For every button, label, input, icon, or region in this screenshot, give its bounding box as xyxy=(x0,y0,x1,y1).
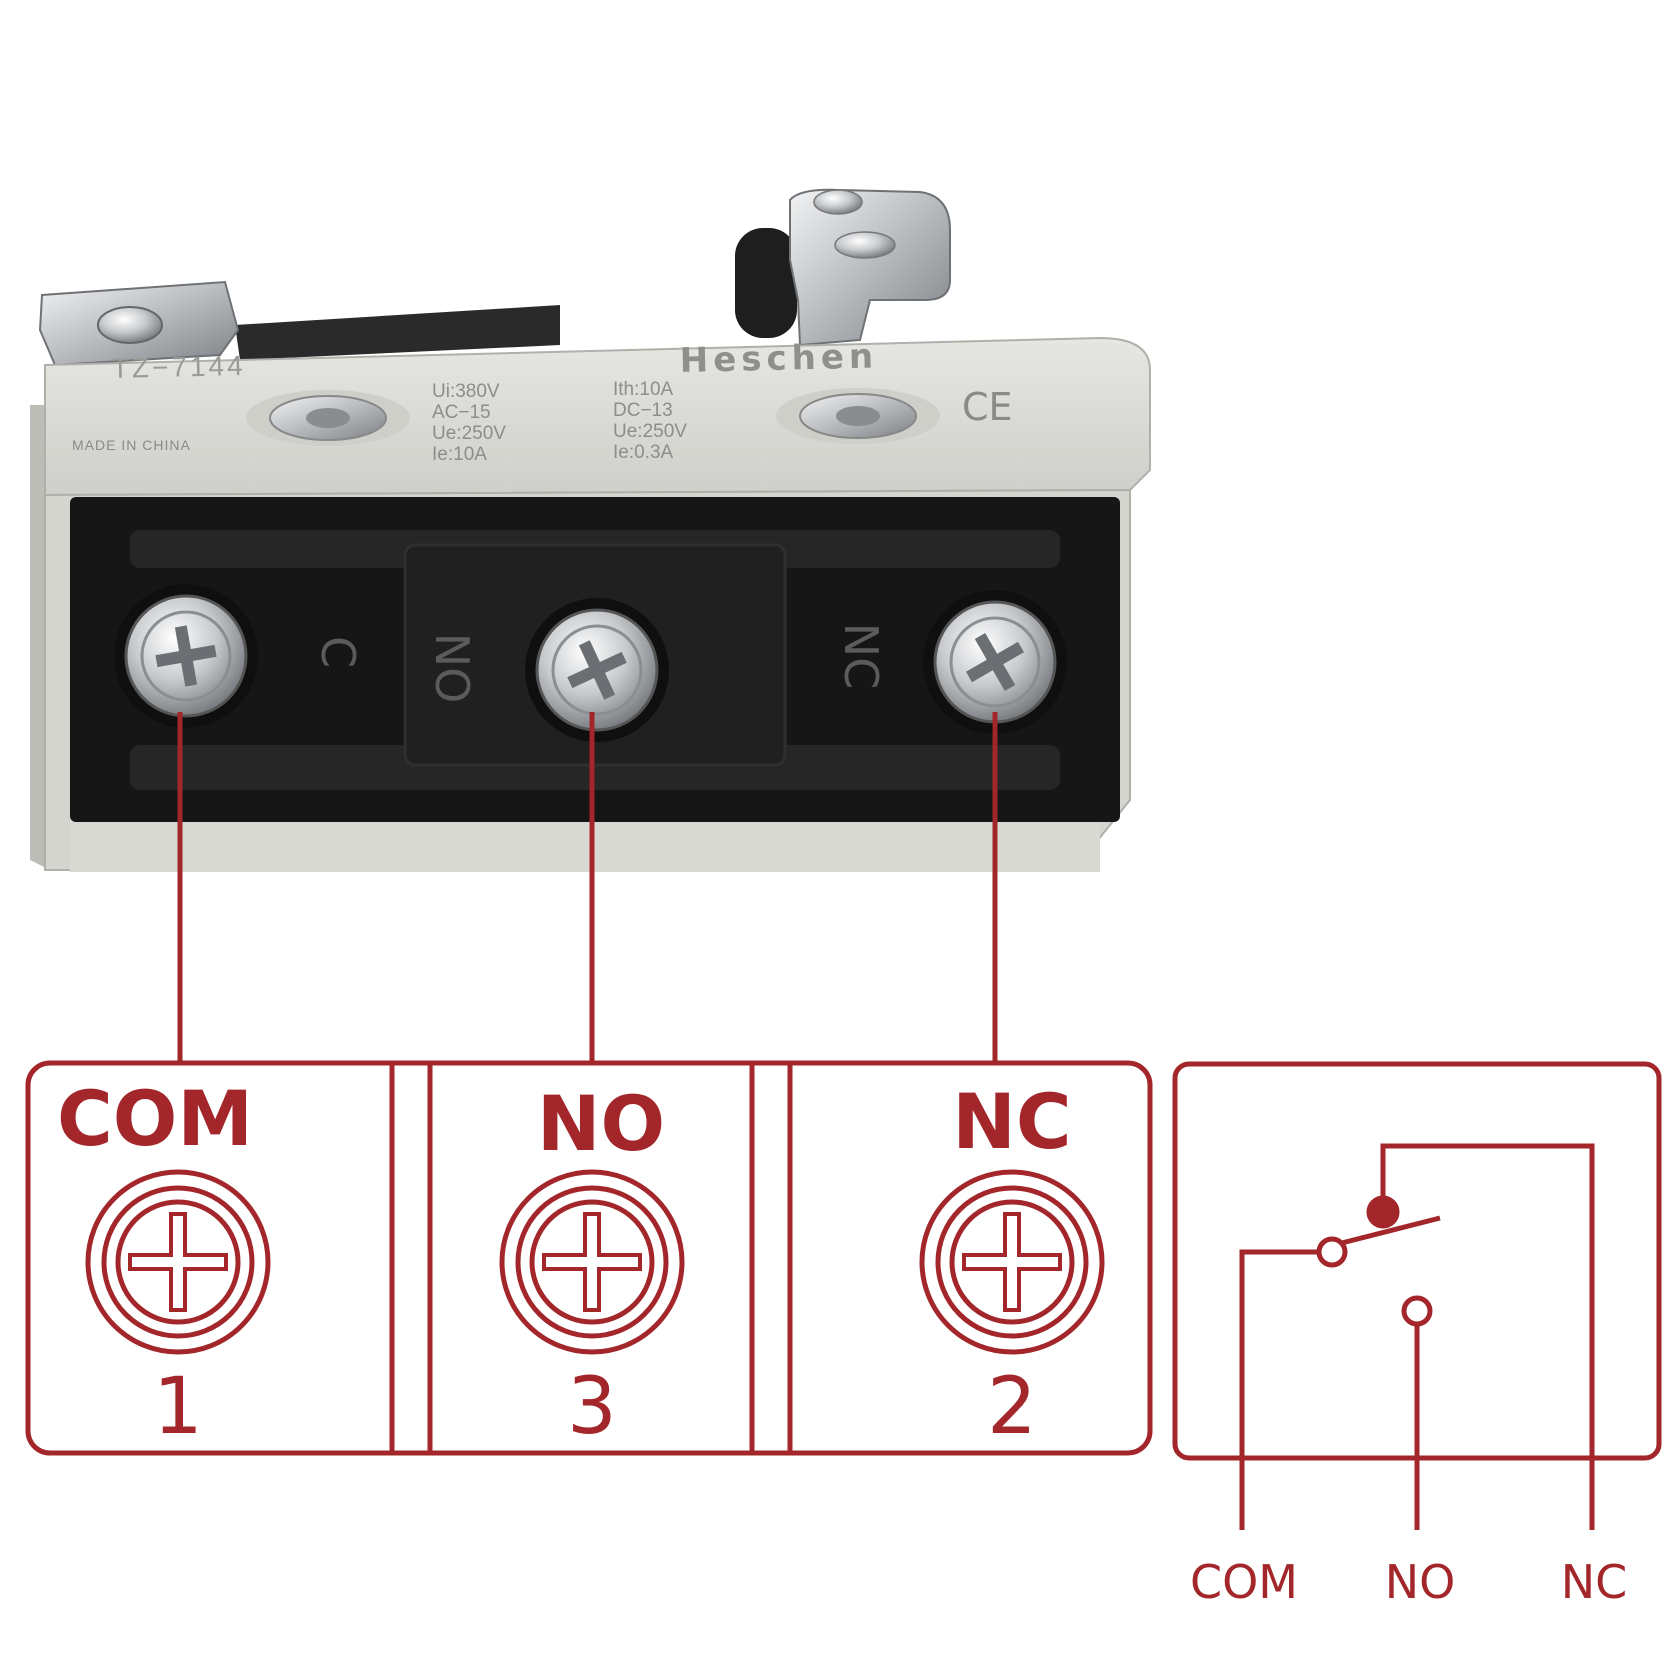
screw-icon xyxy=(85,1169,271,1355)
ratings-left: Ui:380V AC−15 Ue:250V Ie:10A xyxy=(432,381,506,465)
terminal-number: 2 xyxy=(987,1362,1037,1452)
ce-mark: CE xyxy=(962,385,1013,429)
com-wire xyxy=(1239,1249,1318,1530)
clip-rivet-top xyxy=(813,189,863,215)
rating-text: Ue:250V xyxy=(613,421,687,442)
schematic-pin-labels: COM NO NC xyxy=(1190,1555,1627,1609)
switch-blade xyxy=(1329,1215,1441,1249)
terminal-number: 1 xyxy=(153,1362,203,1452)
panel-outline xyxy=(25,1060,1153,1456)
terminal-mark-no: NO xyxy=(425,633,479,704)
rating-text: Ui:380V xyxy=(432,381,500,402)
housing-bottom-ledge xyxy=(70,820,1100,872)
terminal-label-panel xyxy=(25,1060,1153,1456)
switch-schematic xyxy=(1172,1061,1662,1530)
screw-icon xyxy=(919,1169,1105,1355)
clip-rivet-mid xyxy=(834,231,896,259)
terminal-mark-nc: NC xyxy=(834,623,888,690)
nc-wire xyxy=(1380,1143,1595,1530)
rating-text: Ie:10A xyxy=(432,444,487,465)
roller-clip xyxy=(789,188,951,347)
rating-text: Ie:0.3A xyxy=(613,442,674,463)
com-contact-icon xyxy=(1316,1236,1348,1268)
nc-contact-icon xyxy=(1366,1195,1400,1229)
pin-label-no: NO xyxy=(1385,1555,1456,1609)
pin-label-nc: NC xyxy=(1561,1555,1628,1609)
terminal-screw-nc xyxy=(923,590,1067,734)
micro-switch-photo: TZ−7144 Heschen MADE IN CHINA CE Ui:380V… xyxy=(30,188,1151,872)
terminal-cell-com: COM 1 xyxy=(57,1074,271,1452)
mounting-hole-left xyxy=(246,390,410,446)
brand-text: Heschen xyxy=(679,337,878,381)
terminal-cell-no: NO 3 xyxy=(499,1079,685,1452)
terminal-screw-com xyxy=(114,584,258,728)
screw-icon xyxy=(499,1169,685,1355)
mounting-hole-right xyxy=(776,388,940,444)
model-text: TZ−7144 xyxy=(111,350,246,384)
housing-top xyxy=(44,336,1151,497)
origin-text: MADE IN CHINA xyxy=(72,437,191,453)
terminal-label: NO xyxy=(537,1079,665,1168)
terminal-mark-c: C xyxy=(311,636,365,668)
bracket-rivet xyxy=(97,306,163,344)
pin-label-com: COM xyxy=(1190,1555,1298,1609)
rating-text: Ith:10A xyxy=(613,379,674,400)
no-contact-icon xyxy=(1401,1295,1433,1327)
terminal-number: 3 xyxy=(567,1362,617,1452)
roller xyxy=(735,228,797,338)
rating-text: Ue:250V xyxy=(432,423,506,444)
rating-text: DC−13 xyxy=(613,400,673,421)
lever-arm xyxy=(235,305,560,360)
terminal-cell-nc: NC 2 xyxy=(919,1077,1105,1452)
terminal-rib-bottom xyxy=(130,745,1060,790)
rating-text: AC−15 xyxy=(432,402,491,423)
terminal-label: NC xyxy=(952,1077,1071,1166)
terminal-screw-no xyxy=(525,598,669,742)
leader-lines xyxy=(177,712,998,1062)
ratings-right: Ith:10A DC−13 Ue:250V Ie:0.3A xyxy=(613,379,687,463)
terminal-label: COM xyxy=(57,1074,253,1163)
